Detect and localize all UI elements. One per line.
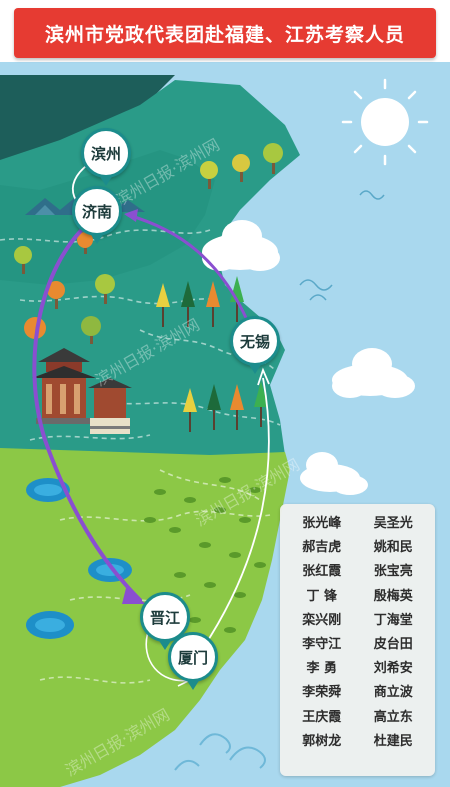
member-name: 张红霞	[302, 564, 342, 580]
city-pin-jinan: 济南	[72, 186, 122, 244]
members-list: 张光峰 吴圣光郝吉虎 姚和民张红霞 张宝亮丁 锋 殷梅英栾兴刚 丁海堂李守江 皮台田李 勇 刘…	[286, 512, 429, 754]
member-name: 刘希安	[373, 661, 413, 677]
members-panel: 张光峰 吴圣光郝吉虎 姚和民张红霞 张宝亮丁 锋 殷梅英栾兴刚 丁海堂李守江 皮台田李 勇 刘…	[280, 504, 435, 776]
cloud-icon-1	[202, 220, 280, 271]
member-name: 郝吉虎	[302, 540, 342, 556]
page-title: 滨州市党政代表团赴福建、江苏考察人员	[44, 23, 405, 46]
member-name: 高立东	[373, 709, 413, 725]
member-name: 张宝亮	[373, 564, 413, 580]
city-pin-binzhou: 滨州	[81, 128, 131, 186]
cloud-icon-3	[300, 452, 368, 495]
city-pin-wuxi: 无锡	[230, 316, 280, 374]
title-banner: 滨州市党政代表团赴福建、江苏考察人员	[14, 8, 436, 58]
member-name: 栾兴刚	[302, 612, 342, 628]
member-name: 皮台田	[373, 636, 413, 652]
trees-north	[14, 143, 283, 344]
member-name: 李 勇	[306, 661, 338, 677]
lakes	[26, 478, 132, 639]
city-pin-xiamen: 厦门	[168, 632, 218, 690]
member-name: 郭树龙	[302, 733, 342, 749]
member-name: 李荣舜	[302, 685, 342, 701]
shrubs	[144, 477, 266, 633]
wave-pattern	[174, 733, 266, 771]
sun-icon	[341, 78, 429, 166]
route-jinan-jinjiang	[32, 216, 142, 602]
route-wuxi-jinan	[126, 213, 250, 324]
conifer-trees	[156, 276, 268, 432]
city-label-binzhou: 滨州	[90, 144, 121, 163]
sea-swirls	[299, 190, 385, 301]
city-label-wuxi: 无锡	[239, 332, 270, 351]
city-label-xiamen: 厦门	[177, 648, 208, 667]
route-xiamen-wuxi	[204, 377, 270, 646]
member-name: 吴圣光	[373, 516, 413, 531]
pagoda-icon	[32, 348, 132, 434]
member-name: 殷梅英	[373, 588, 413, 604]
member-name: 丁 锋	[306, 588, 338, 604]
member-name: 商立波	[373, 685, 413, 701]
member-name: 李守江	[302, 636, 342, 652]
member-name: 张光峰	[302, 516, 342, 531]
city-label-jinan: 济南	[81, 202, 112, 221]
cloud-icon-2	[332, 348, 415, 398]
city-label-jinjiang: 晋江	[149, 608, 180, 627]
member-name: 杜建民	[373, 733, 413, 749]
member-name: 丁海堂	[373, 612, 413, 628]
member-name: 姚和民	[373, 540, 413, 556]
member-name: 王庆霞	[302, 709, 342, 725]
